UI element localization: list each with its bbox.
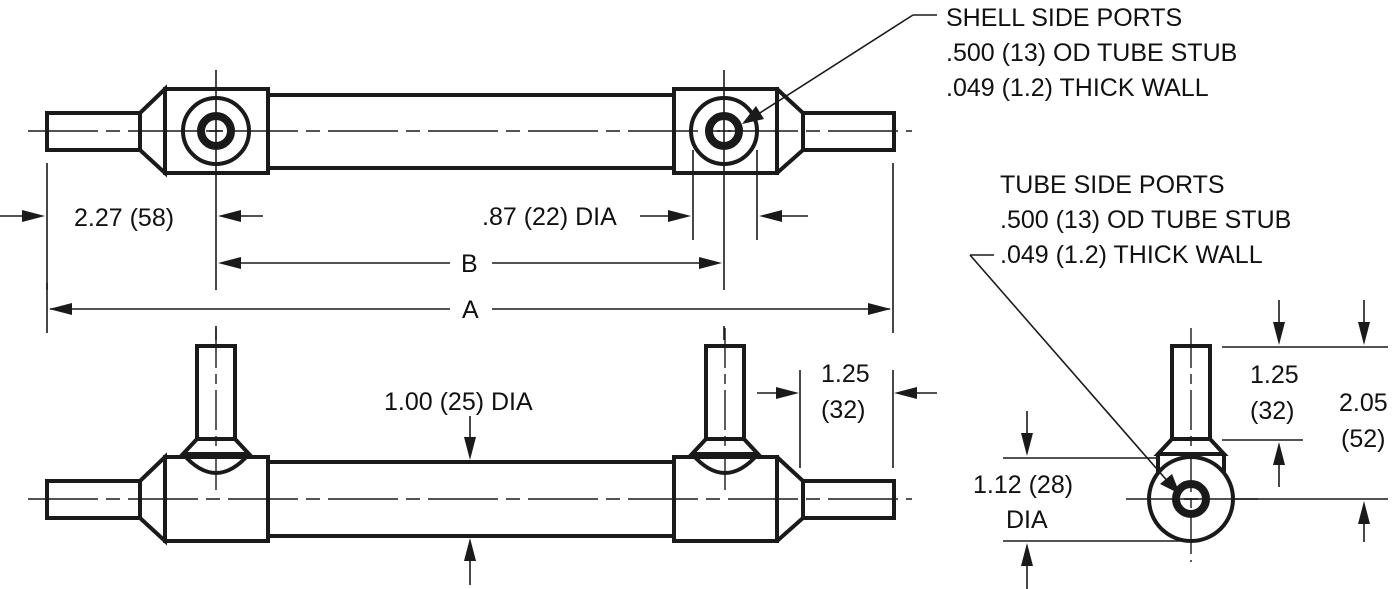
dim-end-port-height-2: (32) bbox=[1250, 397, 1294, 425]
shell-callout-leader bbox=[751, 14, 914, 119]
dim-total-height-1: 2.05 bbox=[1339, 389, 1388, 417]
dim-b-right-arrow bbox=[699, 257, 722, 269]
dim-stub-length-1: 1.25 bbox=[821, 360, 870, 388]
shell-callout-arrow bbox=[742, 106, 764, 124]
dim-shell-dia-top-arrow bbox=[464, 437, 476, 460]
end-view bbox=[1126, 328, 1258, 562]
top-dimensions: 2.27 (58) .87 (22) DIA B A bbox=[0, 150, 894, 340]
front-left-stub bbox=[45, 479, 142, 520]
dim-total-height-bottom-arrow bbox=[1358, 501, 1370, 524]
dim-port-dia-left-arrow bbox=[668, 210, 691, 222]
right-tube-stub bbox=[801, 111, 896, 152]
right-port-block bbox=[672, 87, 779, 175]
dim-227-left-arrow bbox=[22, 210, 45, 222]
dim-a-label: A bbox=[462, 296, 479, 324]
tube-callout-line1: TUBE SIDE PORTS bbox=[1000, 171, 1225, 199]
dim-end-port-height-1: 1.25 bbox=[1250, 361, 1299, 389]
dim-port-dia-right-arrow bbox=[759, 210, 782, 222]
dim-end-port-bottom-arrow bbox=[1273, 442, 1285, 465]
dim-total-height-top-arrow bbox=[1358, 322, 1370, 345]
dim-shell-dia: 1.00 (25) DIA bbox=[384, 388, 533, 416]
shell-side-callout: SHELL SIDE PORTS .500 (13) OD TUBE STUB … bbox=[742, 4, 1237, 124]
left-tube-stub bbox=[45, 111, 142, 152]
front-view bbox=[28, 328, 912, 546]
dim-end-port-top-arrow bbox=[1273, 322, 1285, 345]
front-dimensions: 1.00 (25) DIA 1.25 (32) bbox=[384, 360, 937, 585]
tube-callout-leader bbox=[969, 254, 1171, 485]
shell-callout-line1: SHELL SIDE PORTS bbox=[946, 4, 1182, 32]
dim-stub-length-right-arrow bbox=[894, 387, 917, 399]
dim-port-dia: .87 (22) DIA bbox=[482, 203, 617, 231]
dim-shell-dia-bottom-arrow bbox=[464, 538, 476, 561]
dim-a-left-arrow bbox=[49, 303, 72, 315]
dim-end-dia-top-arrow bbox=[1021, 433, 1033, 456]
dim-total-height-2: (52) bbox=[1341, 425, 1385, 453]
top-view bbox=[28, 70, 912, 290]
shell-callout-line3: .049 (1.2) THICK WALL bbox=[946, 74, 1209, 102]
tube-callout-line3: .049 (1.2) THICK WALL bbox=[1000, 241, 1263, 269]
tube-side-callout: TUBE SIDE PORTS .500 (13) OD TUBE STUB .… bbox=[969, 171, 1291, 494]
dim-227-right-arrow bbox=[218, 210, 241, 222]
tube-callout-line2: .500 (13) OD TUBE STUB bbox=[1000, 206, 1291, 234]
tube-callout-arrow bbox=[1160, 474, 1180, 494]
dim-end-dia-2: DIA bbox=[1006, 506, 1048, 534]
dim-stub-length-2: (32) bbox=[821, 396, 865, 424]
dim-end-dia-1: 1.12 (28) bbox=[973, 471, 1073, 499]
dim-a-right-arrow bbox=[868, 303, 891, 315]
front-right-stub bbox=[801, 479, 896, 520]
dim-end-stub-length: 2.27 (58) bbox=[74, 204, 174, 232]
dim-end-dia-bottom-arrow bbox=[1021, 543, 1033, 566]
dim-stub-length-left-arrow bbox=[776, 387, 799, 399]
end-dimensions: 1.25 (32) 2.05 (52) 1.12 (28) DIA bbox=[973, 300, 1388, 589]
dim-b-left-arrow bbox=[218, 257, 241, 269]
dim-b-label: B bbox=[461, 250, 478, 278]
shell-callout-line2: .500 (13) OD TUBE STUB bbox=[946, 39, 1237, 67]
